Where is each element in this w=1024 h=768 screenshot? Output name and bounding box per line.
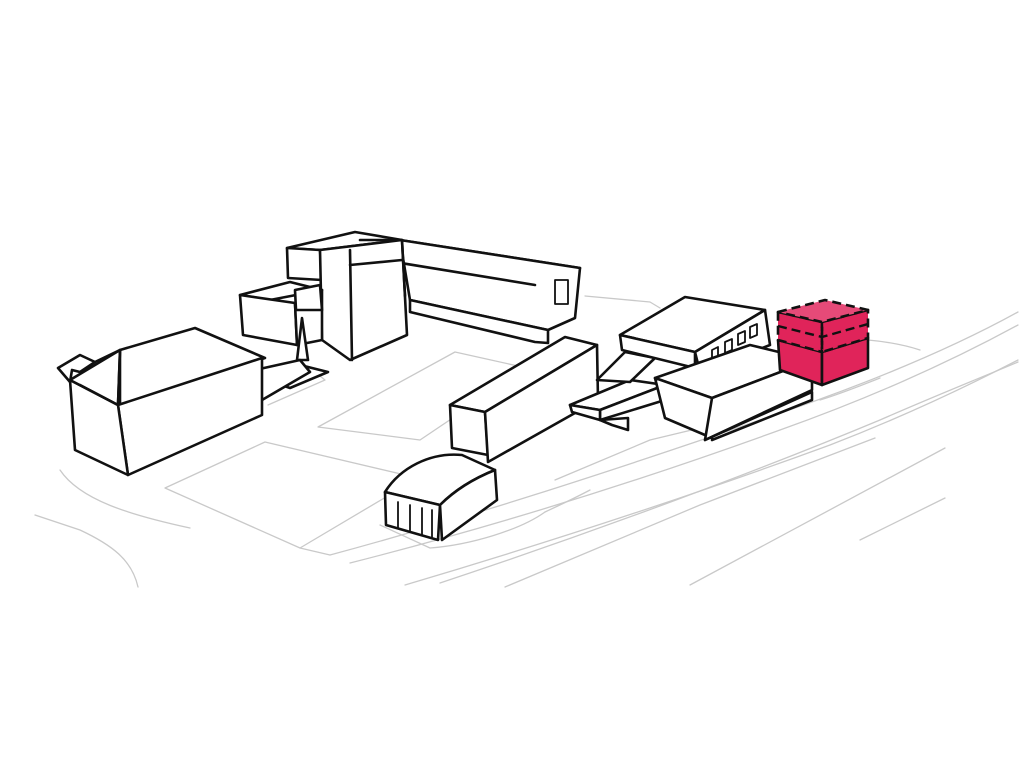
- arched-hall: [383, 453, 499, 542]
- road-line-2: [59, 469, 191, 529]
- road-line-1: [34, 514, 139, 588]
- arch-hall-base: [379, 511, 546, 549]
- road-lower-3: [859, 497, 946, 541]
- upper-complex: [238, 230, 582, 390]
- upper-left-notch: [293, 283, 324, 312]
- upper-left-block-front: [238, 293, 299, 347]
- road-main-2: [349, 324, 1019, 564]
- site-edge-mid: [544, 489, 591, 513]
- upper-bar-window: [554, 279, 569, 305]
- road-lower-2: [689, 447, 946, 586]
- upper-tower-line-3: [348, 258, 404, 267]
- highlighted-addition: [776, 298, 870, 387]
- plaza-edge: [554, 427, 701, 481]
- site-edge-lower: [299, 547, 331, 556]
- saw-window-4: [749, 323, 758, 339]
- saw-window-3: [737, 330, 746, 346]
- upper-tower-front: [318, 238, 409, 362]
- upper-tower-line-2: [358, 238, 407, 298]
- road-main-4: [439, 361, 1019, 584]
- road-lower-1: [504, 437, 876, 588]
- house-dormer: [56, 353, 97, 384]
- addition-top: [776, 298, 870, 324]
- upper-bar-underside: [408, 298, 550, 345]
- upper-spike: [295, 316, 310, 362]
- road-main-3: [404, 359, 1019, 586]
- parcel-upper-right: [584, 295, 661, 309]
- house-roof-right: [118, 326, 267, 407]
- upper-tower-line-1: [348, 248, 354, 362]
- arch-side-wall: [438, 468, 499, 542]
- ground-lines: [34, 294, 1019, 588]
- gabled-house: [56, 326, 312, 477]
- low-front: [703, 358, 814, 442]
- wing-left: [448, 403, 490, 457]
- long-wing: [448, 335, 600, 464]
- parcel-left: [164, 441, 419, 549]
- low-block: [653, 343, 814, 442]
- low-base: [703, 390, 814, 442]
- connector-foot: [568, 403, 630, 432]
- house-ridge: [78, 348, 122, 407]
- curb-right: [867, 339, 921, 351]
- upper-tower-left: [285, 246, 324, 282]
- site-edge-right: [819, 377, 881, 401]
